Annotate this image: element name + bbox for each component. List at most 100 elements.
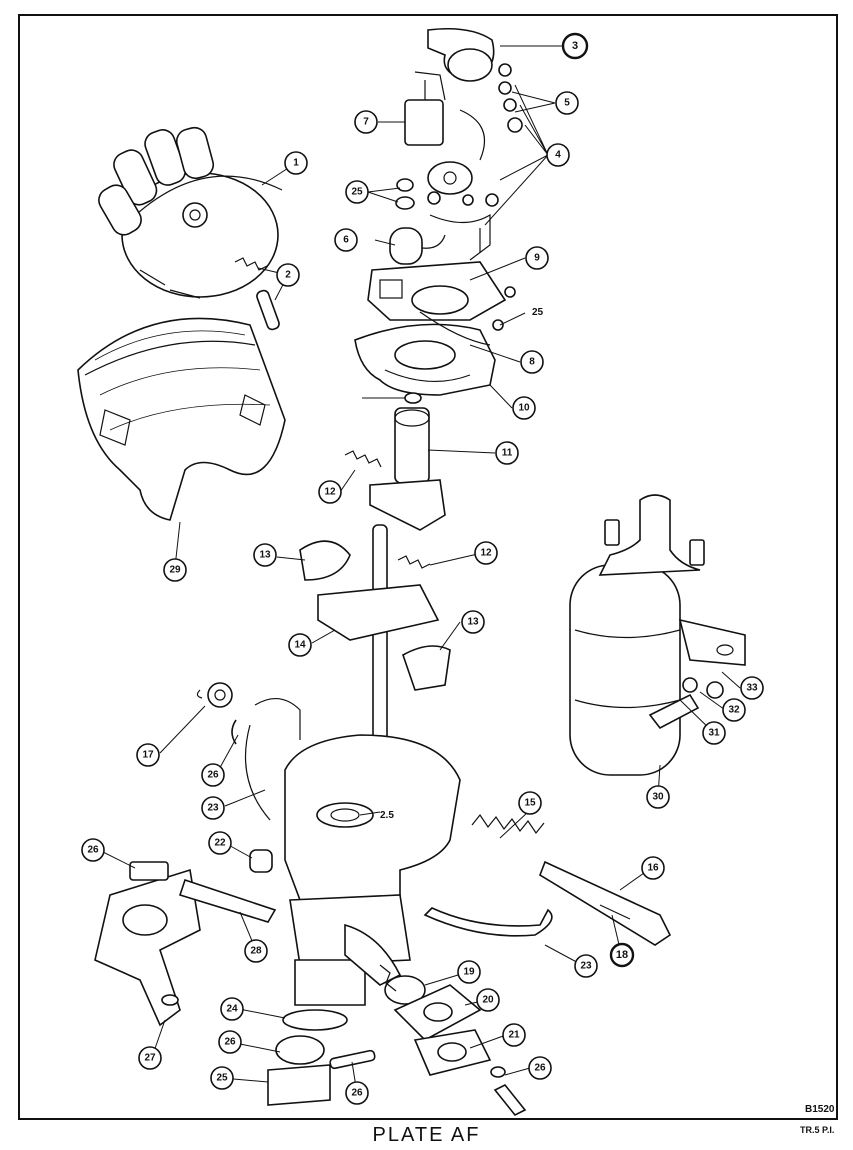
- svg-text:33: 33: [746, 683, 758, 694]
- svg-text:13: 13: [467, 617, 479, 628]
- shield-cover: [77, 317, 286, 521]
- bottom-parts: [267, 1009, 527, 1117]
- callout-22: 22: [208, 831, 232, 855]
- svg-text:6: 6: [343, 235, 349, 246]
- callout-27: 27: [138, 1046, 162, 1070]
- contact-breaker-set: [404, 27, 523, 261]
- callout-6: 6: [334, 228, 358, 252]
- callout-29: 29: [163, 558, 187, 582]
- svg-text:23: 23: [580, 961, 592, 972]
- callout-19: 19: [457, 960, 481, 984]
- callout-12-upper: 12: [318, 480, 342, 504]
- carbon-brush-and-spring: [234, 257, 280, 331]
- svg-text:9: 9: [534, 253, 540, 264]
- svg-text:32: 32: [728, 705, 740, 716]
- retaining-clip: [423, 907, 553, 937]
- svg-text:7: 7: [363, 117, 369, 128]
- callout-31: 31: [702, 721, 726, 745]
- svg-text:26: 26: [207, 770, 219, 781]
- svg-text:30: 30: [652, 792, 664, 803]
- callout-17: 17: [136, 743, 160, 767]
- distributor-cap: [98, 126, 283, 299]
- callout-23-lower: 23: [574, 954, 598, 978]
- callout-25-top: 25: [345, 180, 369, 204]
- callout-3: 3: [561, 32, 589, 60]
- callout-12-lower: 12: [474, 541, 498, 565]
- base-plates: [354, 261, 516, 396]
- callout-16: 16: [641, 856, 665, 880]
- svg-text:1: 1: [293, 158, 299, 169]
- svg-text:5: 5: [564, 98, 570, 109]
- callout-20: 20: [476, 988, 500, 1012]
- callout-28: 28: [244, 939, 268, 963]
- callout-26-right: 26: [528, 1056, 552, 1080]
- callout-5: 5: [555, 91, 579, 115]
- svg-text:2: 2: [285, 270, 291, 281]
- callout-10: 10: [512, 396, 536, 420]
- callout-25-bottom: 25: [210, 1066, 234, 1090]
- svg-text:11: 11: [502, 448, 513, 459]
- vacuum-spring-and-rod: [471, 813, 672, 946]
- svg-text:26: 26: [351, 1088, 363, 1099]
- svg-text:14: 14: [294, 640, 306, 651]
- svg-text:23: 23: [207, 803, 219, 814]
- svg-text:13: 13: [259, 550, 271, 561]
- svg-text:31: 31: [708, 728, 720, 739]
- callout-18: 18: [609, 942, 635, 968]
- svg-text:3: 3: [572, 40, 578, 52]
- cam-assembly: [344, 392, 446, 531]
- svg-text:27: 27: [144, 1053, 156, 1064]
- svg-text:18: 18: [616, 949, 628, 961]
- callout-24: 24: [220, 997, 244, 1021]
- callout-32: 32: [722, 698, 746, 722]
- clamp-bracket-and-bolt: [94, 861, 277, 1027]
- svg-text:12: 12: [324, 487, 336, 498]
- svg-text:26: 26: [87, 845, 99, 856]
- svg-text:25: 25: [351, 187, 363, 198]
- small-hardware-left: [196, 682, 273, 873]
- diagram-frame: [18, 14, 838, 1120]
- svg-text:15: 15: [524, 798, 536, 809]
- callout-26-left: 26: [81, 838, 105, 862]
- callout-4: 4: [546, 143, 570, 167]
- callout-1: 1: [284, 151, 308, 175]
- svg-text:22: 22: [214, 838, 226, 849]
- svg-text:28: 28: [250, 946, 262, 957]
- plate-model: TR.5 P.I.: [800, 1125, 835, 1135]
- drive-gear-and-gaskets: [379, 964, 492, 1076]
- svg-text:26: 26: [534, 1063, 546, 1074]
- distributor-body: [244, 698, 461, 1006]
- callout-26-lower-left: 26: [218, 1030, 242, 1054]
- svg-text:29: 29: [169, 565, 181, 576]
- ignition-coil: [569, 494, 746, 776]
- callout-26-bottom: 26: [345, 1081, 369, 1105]
- callout-9: 9: [525, 246, 549, 270]
- nut-and-washer: [395, 178, 415, 210]
- svg-text:19: 19: [463, 967, 475, 978]
- callout-13-left: 13: [253, 543, 277, 567]
- svg-text:12: 12: [480, 548, 492, 559]
- callout-13-right: 13: [461, 610, 485, 634]
- label-25-right: 25: [532, 307, 544, 318]
- callout-2: 2: [276, 263, 300, 287]
- plate-title: PLATE AF: [372, 1124, 481, 1146]
- svg-text:4: 4: [555, 150, 561, 161]
- callout-11: 11: [495, 441, 519, 465]
- svg-text:8: 8: [529, 357, 535, 368]
- plate-code: B1520: [805, 1104, 835, 1115]
- callout-30: 30: [646, 785, 670, 809]
- callout-8: 8: [520, 350, 544, 374]
- condenser: [389, 227, 446, 265]
- svg-text:17: 17: [142, 750, 154, 761]
- svg-text:10: 10: [518, 403, 530, 414]
- callout-15: 15: [518, 791, 542, 815]
- callout-21: 21: [502, 1023, 526, 1047]
- callout-7: 7: [354, 110, 378, 134]
- callout-33: 33: [740, 676, 764, 700]
- label-2-5-body: 2.5: [380, 810, 394, 821]
- svg-text:25: 25: [216, 1073, 228, 1084]
- svg-text:21: 21: [508, 1030, 520, 1041]
- callout-14: 14: [288, 633, 312, 657]
- callout-26-mid: 26: [201, 763, 225, 787]
